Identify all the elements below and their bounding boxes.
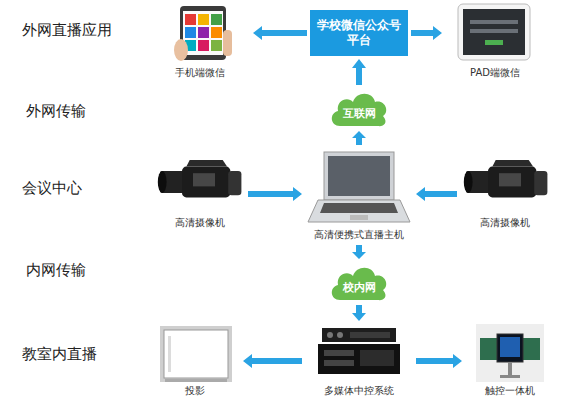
network-cloud: 校内网 bbox=[328, 262, 390, 302]
camera-device: 高清摄像机 bbox=[155, 158, 245, 230]
camera-handle bbox=[492, 160, 533, 167]
wall bbox=[476, 324, 544, 382]
touch-panel-illustration bbox=[476, 324, 544, 382]
control-illustration bbox=[318, 328, 400, 374]
node-text: 校内网 bbox=[343, 280, 376, 295]
tile bbox=[198, 27, 209, 38]
node-text: 互联网 bbox=[343, 106, 376, 121]
control-device: 多媒体中控系统 bbox=[305, 324, 413, 398]
tile bbox=[211, 27, 222, 38]
fingers bbox=[223, 30, 232, 56]
node-text: PAD端微信 bbox=[470, 66, 520, 80]
row-label: 内网传输 bbox=[26, 261, 86, 280]
laptop-keyboard bbox=[320, 203, 398, 213]
control-rack bbox=[318, 344, 400, 374]
row-label: 会议中心 bbox=[22, 179, 82, 198]
phone-screen bbox=[183, 11, 223, 55]
phone-device: 手机端微信 bbox=[150, 2, 250, 80]
node-text: 触控一体机 bbox=[485, 384, 535, 398]
control-panel bbox=[360, 350, 394, 366]
row-label: 外网传输 bbox=[26, 102, 86, 121]
pad-button bbox=[485, 40, 503, 45]
row-label: 教室内直播 bbox=[22, 345, 97, 364]
control-panel bbox=[350, 332, 390, 338]
node-text: 高清摄像机 bbox=[480, 216, 530, 230]
pad-illustration bbox=[458, 4, 530, 60]
camera-body bbox=[182, 167, 230, 198]
flow-arrow bbox=[411, 26, 442, 40]
tile bbox=[198, 40, 209, 51]
camera-handle bbox=[186, 160, 227, 167]
phone-illustration bbox=[174, 6, 232, 61]
camera-grip bbox=[534, 171, 547, 195]
camera-illustration bbox=[464, 160, 548, 197]
camera-body bbox=[488, 167, 536, 198]
camera-lens-front bbox=[158, 171, 167, 193]
flow-arrow bbox=[416, 187, 457, 201]
tile bbox=[185, 14, 196, 25]
touch-screen bbox=[497, 334, 523, 362]
node-text: 手机端微信 bbox=[175, 66, 225, 80]
pad-field bbox=[470, 29, 518, 33]
laptop-base bbox=[308, 200, 410, 222]
flow-arrow bbox=[352, 245, 366, 259]
laptop-illustration bbox=[308, 152, 410, 222]
pad-screen bbox=[463, 9, 525, 55]
pad-body bbox=[458, 4, 530, 60]
laptop-screen bbox=[328, 156, 390, 196]
flow-arrow bbox=[352, 305, 366, 321]
control-knob bbox=[337, 332, 343, 338]
tile bbox=[211, 14, 222, 25]
camera-illustration bbox=[158, 160, 242, 197]
flow-arrow bbox=[248, 187, 302, 201]
tile bbox=[211, 40, 222, 51]
control-slot bbox=[324, 350, 354, 356]
cloud-outline bbox=[332, 94, 386, 126]
node-text: 多媒体中控系统 bbox=[324, 384, 394, 398]
control-knob bbox=[327, 332, 333, 338]
cloud-outline bbox=[332, 268, 386, 300]
node-text: 学校微信公众号平台 bbox=[316, 18, 402, 48]
flow-arrow bbox=[352, 59, 366, 85]
touch-device: 触控一体机 bbox=[465, 324, 555, 398]
flow-arrow bbox=[253, 26, 307, 40]
stand bbox=[508, 362, 512, 376]
node-text: 投影 bbox=[185, 384, 205, 398]
node-text: 高清摄像机 bbox=[175, 216, 225, 230]
tile bbox=[185, 27, 196, 38]
camera-lens-front bbox=[464, 171, 473, 193]
thumb bbox=[174, 39, 188, 61]
camera-device: 高清摄像机 bbox=[460, 158, 550, 230]
tile bbox=[198, 14, 209, 25]
flow-arrow bbox=[352, 131, 366, 145]
control-slot bbox=[324, 360, 354, 366]
stand-base bbox=[500, 375, 520, 378]
projection-illustration bbox=[160, 326, 232, 382]
pad-device: PAD端微信 bbox=[445, 2, 545, 80]
control-top-unit bbox=[322, 328, 396, 342]
touch-display bbox=[500, 337, 520, 357]
flow-arrow bbox=[243, 354, 302, 368]
pad-field bbox=[470, 20, 518, 24]
flow-arrow bbox=[416, 354, 462, 368]
row-label: 外网直播应用 bbox=[22, 21, 112, 40]
camera-panel bbox=[499, 173, 521, 186]
projection-device: 投影 bbox=[150, 324, 240, 398]
platform-box: 学校微信公众号平台 bbox=[310, 10, 408, 56]
laptop-touchpad bbox=[350, 215, 368, 220]
board-surface bbox=[164, 330, 228, 378]
network-cloud: 互联网 bbox=[328, 88, 390, 128]
camera-grip bbox=[228, 171, 241, 195]
green-board bbox=[480, 338, 540, 360]
node-text: 高清便携式直播主机 bbox=[314, 228, 404, 242]
board-mark bbox=[168, 336, 171, 372]
board-frame bbox=[160, 326, 232, 382]
live-host-device: 高清便携式直播主机 bbox=[305, 148, 413, 242]
board-tray bbox=[165, 379, 227, 382]
camera-panel bbox=[193, 173, 215, 186]
laptop-lid bbox=[324, 152, 394, 200]
